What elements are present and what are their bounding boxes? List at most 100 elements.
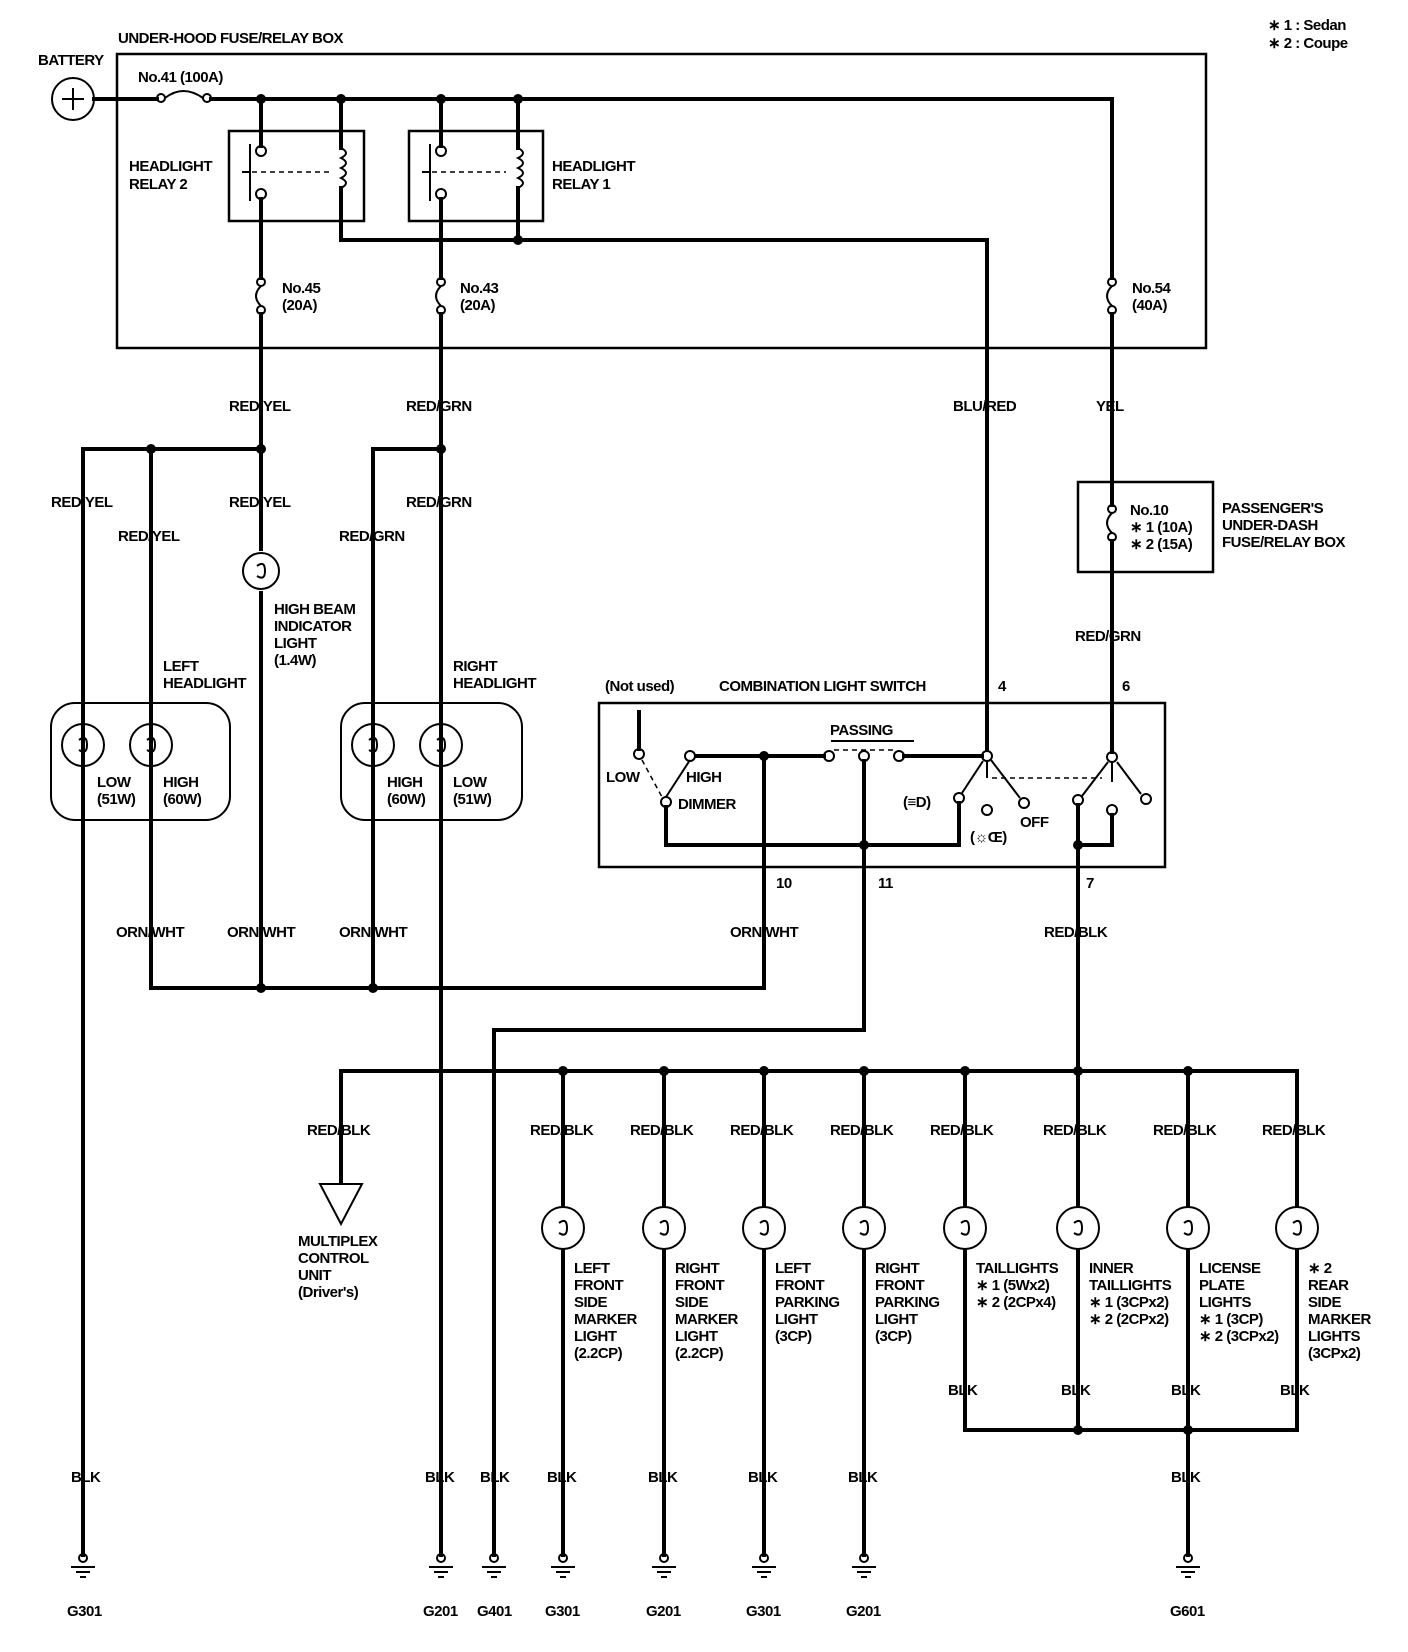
fuse-45-icon — [255, 277, 266, 315]
multiplex-control-unit-icon — [318, 1183, 364, 1227]
fuse-41-label: No.41 (100A) — [138, 69, 223, 86]
right-headlight — [340, 702, 523, 821]
ground-g201-c-icon — [852, 1553, 876, 1578]
wire-label-blk-license: BLK — [1171, 1382, 1201, 1399]
svg-text:(2.2CP): (2.2CP) — [675, 1345, 724, 1362]
wire-label-blk-g5: BLK — [648, 1469, 678, 1486]
legend-sedan: ∗ 1 : Sedan — [1268, 17, 1346, 34]
right-front-parking-bulb-icon — [842, 1206, 886, 1250]
wire-label-yel: YEL — [1096, 398, 1124, 415]
fuse-54-label-1: No.54 — [1132, 280, 1172, 297]
passing-switch-icon — [762, 740, 984, 1032]
wire-label-red-blk-mcu: RED/BLK — [307, 1122, 371, 1139]
fuse-45-label-1: No.45 — [282, 280, 321, 297]
wire-label-red-blk-4: RED/BLK — [830, 1122, 894, 1139]
wire-label-red-grn-2: RED/GRN — [339, 528, 405, 545]
left-high-beam-bulb-icon — [129, 723, 173, 767]
svg-text:LIGHT: LIGHT — [875, 1311, 918, 1328]
wire-label-red-blk-5: RED/BLK — [930, 1122, 994, 1139]
light-label-5: TAILLIGHTS∗ 1 (5Wx2) ∗ 2 (2CPx4) — [976, 1260, 1059, 1311]
wire-label-blk-rear: BLK — [1280, 1382, 1310, 1399]
wire-label-red-yel-2: RED/YEL — [51, 494, 113, 511]
right-front-side-marker-bulb-icon — [642, 1206, 686, 1250]
svg-text:LICENSE: LICENSE — [1199, 1260, 1261, 1277]
svg-text:LIGHTS: LIGHTS — [1199, 1294, 1251, 1311]
ground-label-1: G301 — [67, 1603, 102, 1620]
svg-text:RIGHT: RIGHT — [875, 1260, 920, 1277]
wire-label-blk-g4: BLK — [547, 1469, 577, 1486]
left-headlight-label-1: LEFT — [163, 658, 199, 675]
switch-low-label: LOW — [606, 769, 641, 786]
wire-label-blk-g8: BLK — [1171, 1469, 1201, 1486]
multiplex-label-3: UNIT — [298, 1267, 331, 1284]
svg-text:TAILLIGHTS: TAILLIGHTS — [976, 1260, 1059, 1277]
multiplex-label-4: (Driver's) — [298, 1284, 359, 1301]
wire-label-red-blk-6: RED/BLK — [1043, 1122, 1107, 1139]
svg-text:LIGHT: LIGHT — [675, 1328, 718, 1345]
svg-text:LIGHT: LIGHT — [574, 1328, 617, 1345]
relay-2-coil-icon — [338, 97, 347, 242]
multiplex-label-2: CONTROL — [298, 1250, 369, 1267]
svg-text:FRONT: FRONT — [875, 1277, 924, 1294]
fuse-43-label-2: (20A) — [460, 297, 496, 314]
wire-label-red-blk-1: RED/BLK — [530, 1122, 594, 1139]
wire-label-red-blk-8: RED/BLK — [1262, 1122, 1326, 1139]
wire-label-orn-wht-3: ORN/WHT — [339, 924, 407, 941]
relay-1-contact-icon — [422, 97, 447, 280]
wire-label-orn-wht-1: ORN/WHT — [116, 924, 184, 941]
light-branches — [561, 1069, 1299, 1557]
svg-text:PARKING: PARKING — [875, 1294, 940, 1311]
switch-head-sym: (≡D) — [903, 794, 931, 811]
high-beam-indicator-bulb-icon — [242, 552, 280, 590]
ground-label-7: G201 — [846, 1603, 881, 1620]
right-low-beam-bulb-icon — [419, 723, 463, 767]
svg-text:FRONT: FRONT — [574, 1277, 623, 1294]
bulb-icons — [541, 1206, 1319, 1250]
left-low-label-1: LOW — [97, 774, 132, 791]
svg-text:SIDE: SIDE — [1308, 1294, 1342, 1311]
wire-label-blk-g6: BLK — [748, 1469, 778, 1486]
wire-label-blk-g1: BLK — [71, 1469, 101, 1486]
ground-icons — [71, 1553, 1200, 1578]
wire-label-red-yel-3: RED/YEL — [118, 528, 180, 545]
fuse-43-label-1: No.43 — [460, 280, 499, 297]
switch-dimmer-label: DIMMER — [678, 796, 736, 813]
fuse-10-icon — [1106, 504, 1117, 542]
passenger-box-label-1: PASSENGER'S — [1222, 500, 1324, 517]
wire-label-blk-g2: BLK — [425, 1469, 455, 1486]
wire-label-red-yel-1: RED/YEL — [229, 398, 291, 415]
relay-2-label-2: RELAY 2 — [129, 176, 187, 193]
high-beam-label-1: HIGH BEAM — [274, 601, 355, 618]
switch-pin-7: 7 — [1086, 875, 1094, 892]
wire-label-red-yel-4: RED/YEL — [229, 494, 291, 511]
svg-text:RIGHT: RIGHT — [675, 1260, 720, 1277]
svg-text:TAILLIGHTS: TAILLIGHTS — [1089, 1277, 1172, 1294]
relay-1-label-2: RELAY 1 — [552, 176, 610, 193]
wire-label-red-blk-3: RED/BLK — [730, 1122, 794, 1139]
left-low-beam-bulb-icon — [61, 723, 105, 767]
headlight-switch-icon — [953, 750, 1030, 847]
wire-label-blu-red: BLU/RED — [953, 398, 1017, 415]
battery-icon — [51, 77, 95, 121]
svg-text:∗ 1 (3CPx2): ∗ 1 (3CPx2) — [1089, 1294, 1169, 1311]
switch-high-label: HIGH — [686, 769, 722, 786]
relay-2-label-1: HEADLIGHT — [129, 158, 212, 175]
svg-text:LEFT: LEFT — [574, 1260, 610, 1277]
wire-label-red-grn-4: RED/GRN — [1075, 628, 1141, 645]
switch-off-label: OFF — [1020, 814, 1049, 831]
fuse-10-label-1: No.10 — [1130, 502, 1169, 519]
switch-pin-6: 6 — [1122, 678, 1130, 695]
relay-1-label-1: HEADLIGHT — [552, 158, 635, 175]
svg-text:SIDE: SIDE — [574, 1294, 608, 1311]
legend-coupe: ∗ 2 : Coupe — [1268, 35, 1348, 52]
svg-text:MARKER: MARKER — [675, 1311, 738, 1328]
ground-g201-b-icon — [652, 1553, 676, 1578]
underhood-box-label: UNDER-HOOD FUSE/RELAY BOX — [118, 30, 344, 47]
high-beam-label-3: LIGHT — [274, 635, 317, 652]
switch-pin-10: 10 — [776, 875, 792, 892]
high-beam-label-2: INDICATOR — [274, 618, 352, 635]
